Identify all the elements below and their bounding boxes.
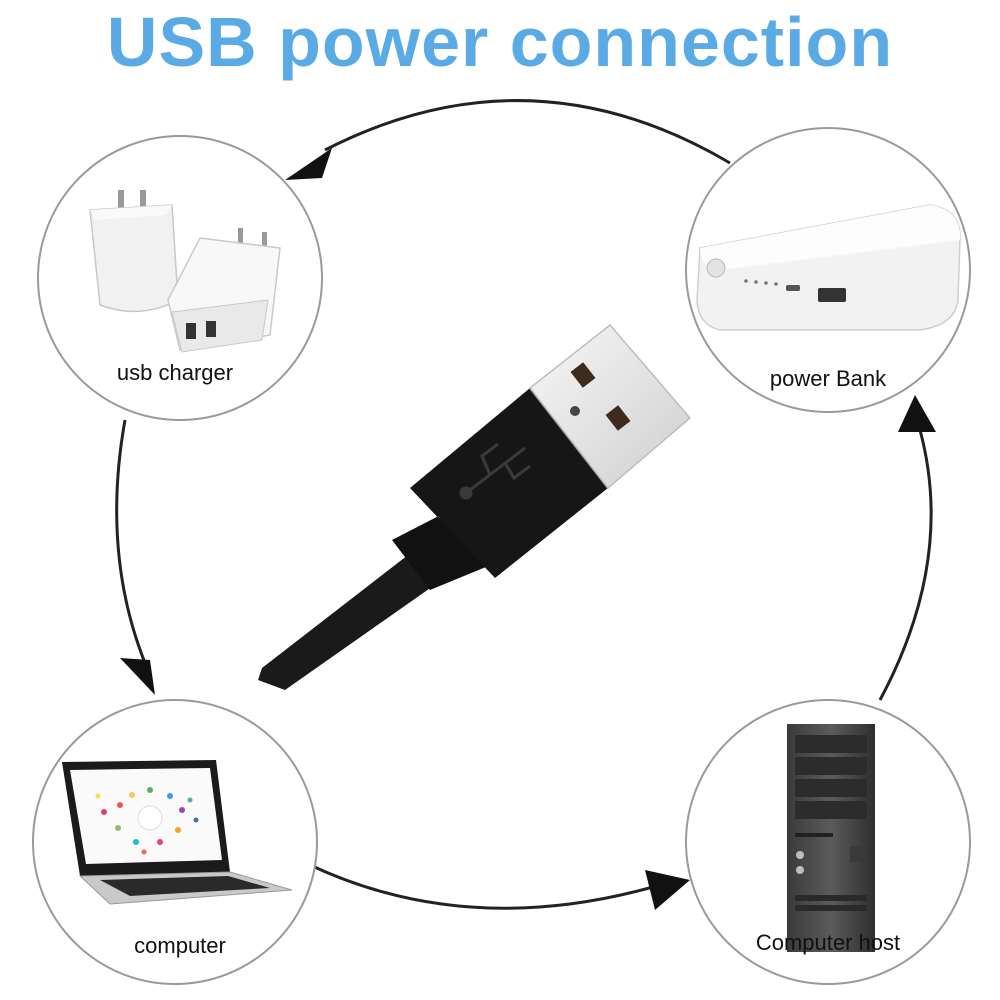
arc-left — [115, 419, 152, 676]
power-bank-icon — [696, 204, 961, 331]
page-title: USB power connection — [106, 3, 894, 81]
apple-logo-icon — [137, 805, 163, 831]
arc-top — [324, 99, 731, 165]
usb-a-cable-icon — [258, 323, 692, 690]
arrow-to-power-bank — [898, 395, 936, 432]
arc-right — [878, 429, 933, 701]
label-computer-host: Computer host — [755, 930, 901, 955]
flow-ring — [115, 99, 933, 910]
label-usb-charger: usb charger — [116, 360, 234, 385]
laptop-icon — [62, 760, 293, 905]
usb-symbol-icon — [459, 442, 531, 500]
arc-bottom — [309, 863, 661, 910]
usb-connector-metal — [528, 323, 692, 490]
flow-arrows — [120, 148, 936, 910]
arrow-to-usb-charger — [285, 148, 332, 180]
label-computer: computer — [134, 933, 226, 958]
label-power-bank: power Bank — [769, 366, 887, 391]
arrow-to-computer-host — [645, 870, 690, 910]
colorful-dots — [95, 787, 199, 855]
desktop-tower-icon — [787, 724, 875, 952]
arrow-to-computer — [120, 658, 155, 695]
wall-charger-icon — [89, 190, 281, 353]
